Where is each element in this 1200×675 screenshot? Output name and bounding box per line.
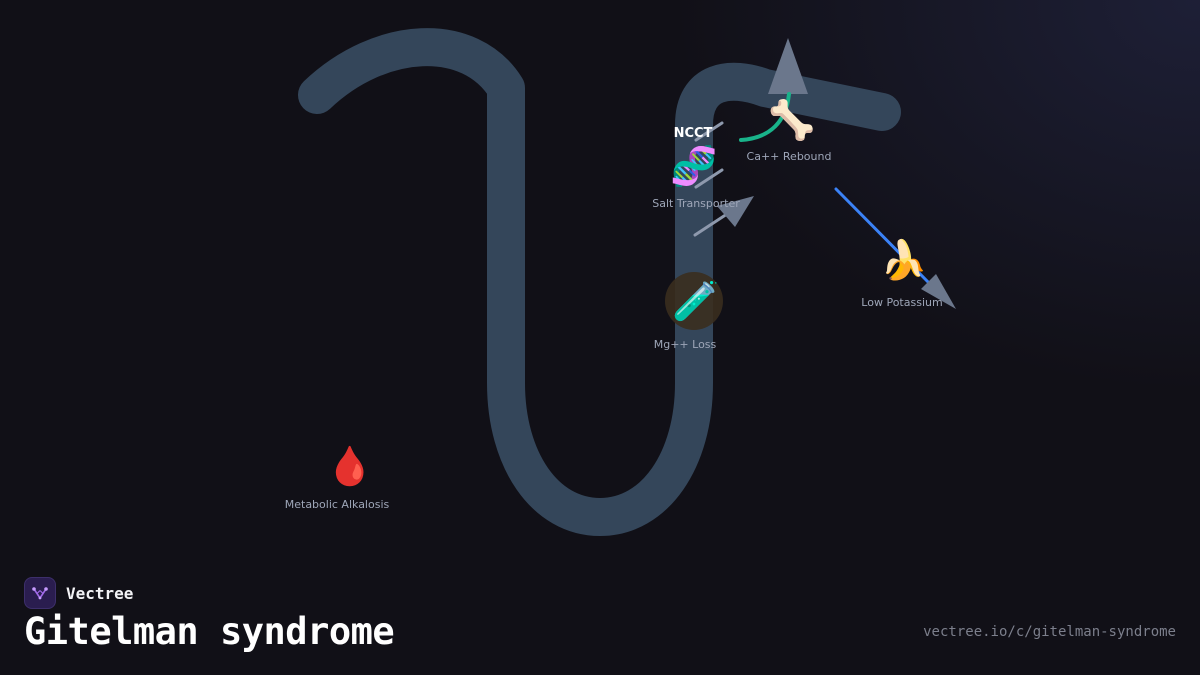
calcium-rebound-label: Ca++ Rebound	[747, 150, 832, 163]
calcium-rebound-arrow	[739, 92, 791, 142]
low-potassium-label: Low Potassium	[861, 296, 942, 309]
calcium-up-arrow-head	[768, 38, 808, 94]
nephron-tubule	[298, 28, 901, 536]
dna-icon: 🧬	[670, 143, 717, 189]
ncct-label: NCCT	[674, 126, 713, 141]
potassium-arrow-head	[921, 274, 956, 309]
transporter-arrow-line-3	[693, 212, 729, 237]
transporter-arrow-line-1	[694, 121, 724, 142]
salt-transporter-label: Salt Transporter	[652, 197, 740, 210]
magnesium-loss-label: Mg++ Loss	[654, 338, 717, 351]
brand-name: Vectree	[66, 583, 134, 603]
bone-icon: 🦴	[768, 97, 815, 142]
page-url[interactable]: vectree.io/c/gitelman-syndrome	[923, 624, 1176, 640]
page-title: Gitelman syndrome	[24, 610, 395, 653]
vectree-logo-icon	[24, 577, 56, 609]
test-tube-icon: 🧪	[672, 279, 719, 323]
metabolic-alkalosis-label: Metabolic Alkalosis	[285, 498, 390, 511]
magnesium-glow	[665, 272, 723, 330]
potassium-loss-arrow	[834, 187, 936, 290]
blood-drop-icon: 🩸	[326, 444, 373, 488]
transporter-arrow-line-2	[694, 168, 724, 189]
transporter-arrow-head	[717, 196, 754, 227]
vectree-logo-mark	[32, 587, 48, 600]
brand[interactable]: Vectree	[24, 577, 133, 609]
banana-icon: 🍌	[880, 238, 927, 282]
